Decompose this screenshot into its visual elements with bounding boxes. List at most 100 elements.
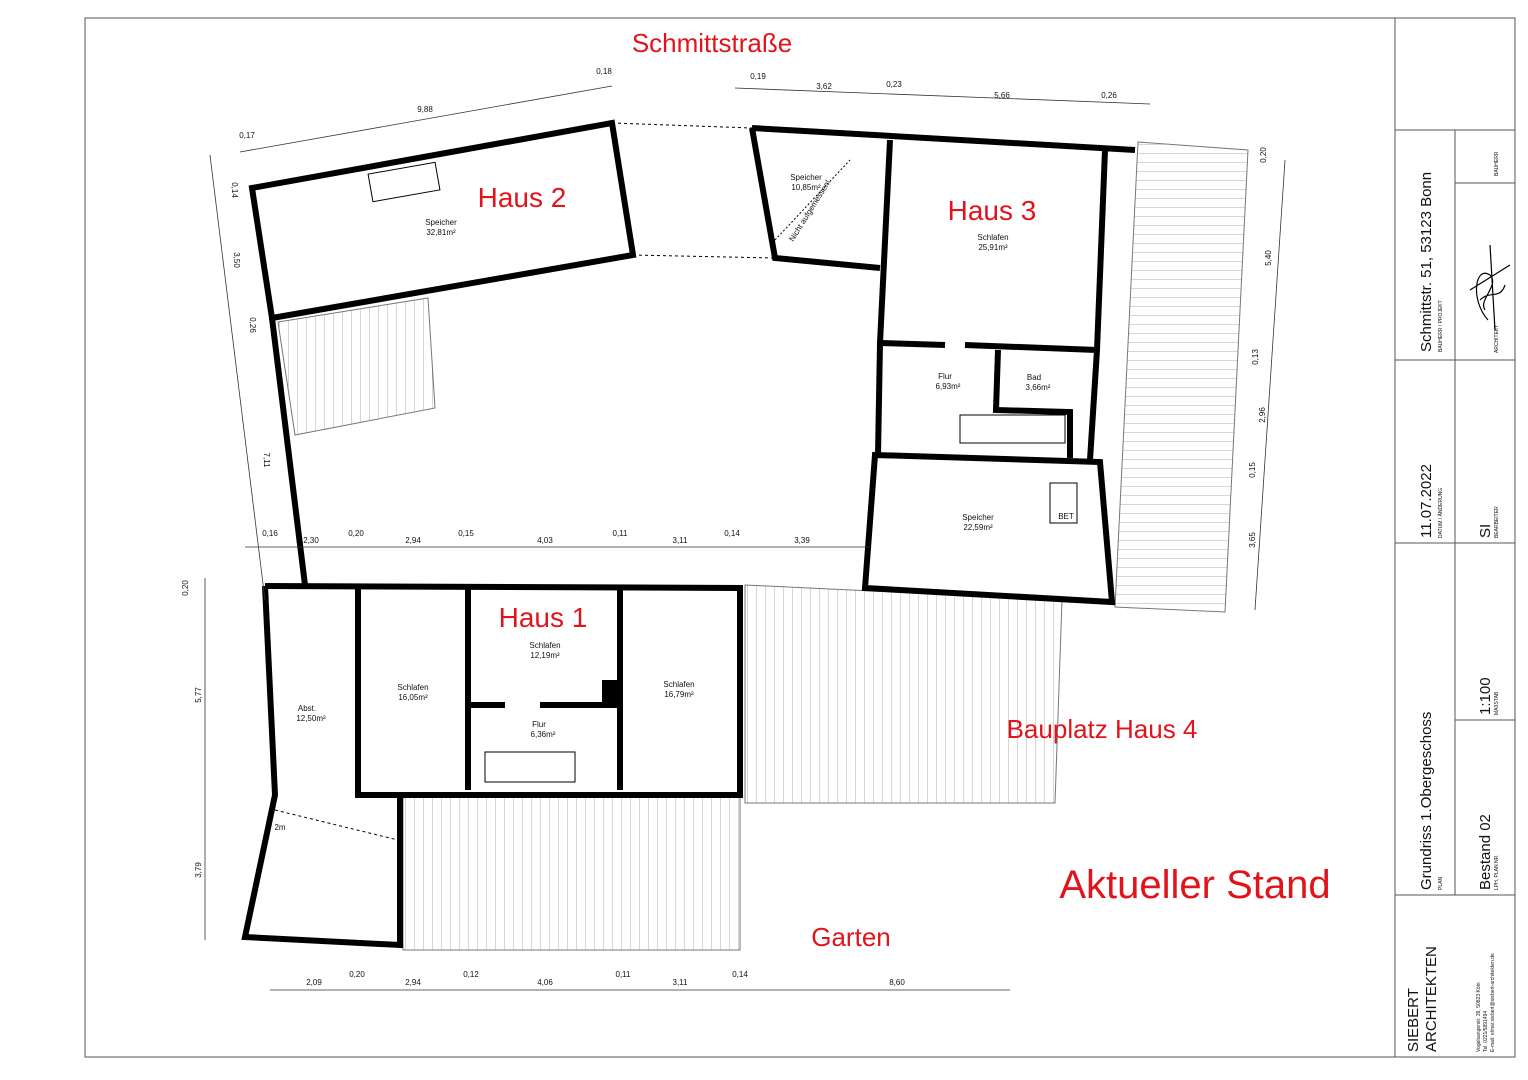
firm-name-line2: ARCHITEKTEN (1423, 946, 1440, 1052)
garden-label: Garten (811, 922, 891, 952)
plan-date: 11.07.2022 (1418, 464, 1435, 538)
room-name: Flur (532, 720, 546, 729)
room-name: Flur (938, 372, 952, 381)
editor: SI (1477, 524, 1494, 538)
dim-label: 5,77 (194, 687, 203, 703)
dim-label: 0,17 (239, 131, 255, 140)
title-block: Schmittstr. 51, 53123 Bonn BAUHERR / PRO… (1394, 18, 1515, 1057)
dim-label: 0,14 (724, 529, 740, 538)
dimension-labels: 0,17 9,88 0,18 0,19 3,62 0,23 5,66 0,26 … (181, 67, 1273, 987)
dim-label: 0,20 (1259, 147, 1268, 163)
dim-label: 5,40 (1264, 250, 1273, 266)
street-label: Schmittstraße (632, 28, 792, 58)
bauplatz-area (744, 584, 1063, 804)
dim-label: 0,23 (886, 80, 902, 89)
dim-label: 0,16 (262, 529, 278, 538)
room-area: 12,19m² (530, 651, 560, 660)
dim-label: 3,11 (673, 978, 689, 987)
dim-label: 0,26 (1101, 91, 1117, 100)
room-name: Schlafen (529, 641, 560, 650)
dim-label: 2,94 (405, 978, 421, 987)
roof-strip-haus3 (1114, 141, 1249, 613)
room-area: 16,05m² (398, 693, 428, 702)
room-name: Schlafen (397, 683, 428, 692)
firm-phone: Tel. 0221/5891494 (1483, 1011, 1489, 1052)
stairs-haus2 (277, 297, 436, 436)
room-area: 3,66m² (1026, 383, 1051, 392)
dim-label: 0,26 (248, 317, 257, 333)
dim-label: 0,19 (750, 72, 766, 81)
dim-label: 3,11 (673, 536, 689, 545)
room-area: 25,91m² (978, 243, 1008, 252)
dimension-lines (204, 85, 1286, 991)
firm-name-line1: SIEBERT (1405, 988, 1422, 1052)
dim-label: 3,62 (816, 82, 832, 91)
dim-label: 0,18 (596, 67, 612, 76)
room-area: 6,36m² (531, 730, 556, 739)
dim-label: 0,14 (230, 182, 239, 198)
dim-label: 9,88 (417, 105, 433, 114)
room-area: 16,79m² (664, 690, 694, 699)
garden-terrace (402, 796, 741, 951)
dim-label: 2,30 (303, 536, 319, 545)
dim-label: 0,11 (613, 529, 629, 538)
dim-label: 2,94 (405, 536, 421, 545)
plan-caption: PLAN (1438, 877, 1444, 890)
editor-caption: BEARBEITER (1494, 506, 1500, 538)
plan-number-caption: LPH, PLAN NR. (1494, 854, 1500, 890)
architect-signature (1469, 244, 1511, 331)
dim-label: 0,20 (181, 580, 190, 596)
dim-label: 2,96 (1258, 407, 1267, 423)
dim-label: 2,09 (306, 978, 322, 987)
dim-label: 0,20 (349, 970, 365, 979)
dim-label: 0,13 (1251, 349, 1260, 365)
room-area: 22,59m² (963, 523, 993, 532)
dim-label: 8,60 (889, 978, 905, 987)
dim-label: 0,11 (616, 970, 632, 979)
haus2-label: Haus 2 (478, 182, 567, 213)
room-area: 32,81m² (426, 228, 456, 237)
dim-label: 0,20 (348, 529, 364, 538)
room-name: Schlafen (663, 680, 694, 689)
dim-label: 0,15 (1248, 462, 1257, 478)
haus1-label: Haus 1 (499, 602, 588, 633)
haus4-label: Bauplatz Haus 4 (1007, 714, 1198, 744)
dim-label: 3,50 (232, 252, 241, 268)
plan-number: Bestand 02 (1477, 814, 1494, 890)
project-caption: BAUHERR / PROJEKT (1438, 300, 1444, 352)
bet-label: BET (1058, 512, 1074, 521)
project-address: Schmittstr. 51, 53123 Bonn (1418, 172, 1435, 352)
room-name: Abst. (298, 704, 316, 713)
sheet-frame (84, 17, 1516, 1058)
room-name: Bad (1027, 373, 1041, 382)
dim-label: 3,79 (194, 862, 203, 878)
dim-label: 3,39 (794, 536, 810, 545)
haus3-label: Haus 3 (948, 195, 1037, 226)
room-name: Speicher (790, 173, 822, 182)
room-name: Speicher (962, 513, 994, 522)
dim-label: 0,15 (458, 529, 474, 538)
dim-label: 4,03 (537, 536, 553, 545)
two-m-label: 2m (274, 823, 285, 832)
haus3-walls (749, 125, 1136, 606)
date-caption: DATUM / ÄNDERUNG (1437, 488, 1444, 538)
haus2-walls (248, 119, 776, 586)
dim-label: 7,11 (262, 453, 271, 469)
plan-scale: 1:100 (1477, 677, 1494, 715)
scale-caption: MAßSTAB (1494, 691, 1500, 715)
room-area: 6,93m² (936, 382, 961, 391)
plan-title: Grundriss 1.Obergeschoss (1418, 712, 1435, 890)
room-area: 10,85m² (791, 183, 821, 192)
room-name: Schlafen (977, 233, 1008, 242)
room-area: 12,50m² (296, 714, 326, 723)
architect-caption: ARCHITEKT (1494, 325, 1500, 353)
firm-address: Vogelsangerstr. 39, 50823 Köln (1476, 982, 1482, 1052)
dim-label: 0,14 (732, 970, 748, 979)
dim-label: 5,66 (994, 91, 1010, 100)
dim-label: 4,06 (537, 978, 553, 987)
client-caption: BAUHERR (1494, 151, 1500, 176)
dim-label: 0,12 (463, 970, 479, 979)
firm-email: E-mail: elmar.siebert@siebert-architekte… (1490, 953, 1496, 1052)
dim-label: 3,65 (1248, 532, 1257, 548)
